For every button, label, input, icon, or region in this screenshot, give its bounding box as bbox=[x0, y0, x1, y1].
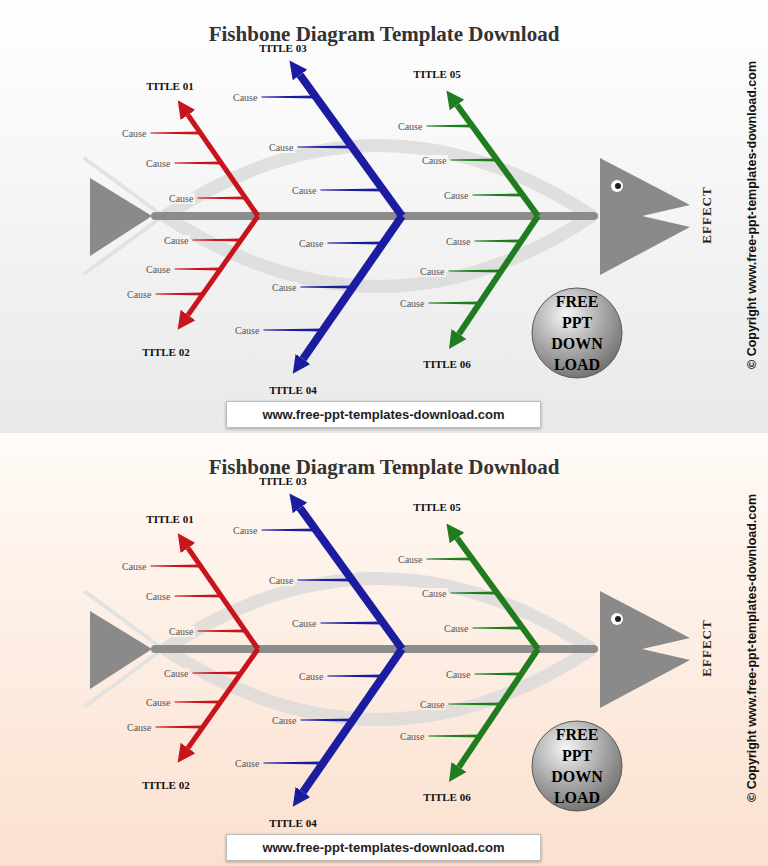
cause-tick bbox=[263, 328, 323, 331]
cause-label: Cause bbox=[233, 758, 261, 769]
cause-tick bbox=[192, 671, 241, 674]
category-title: TITLE 01 bbox=[146, 80, 193, 92]
cause-tick bbox=[327, 674, 383, 677]
category-title: TITLE 04 bbox=[269, 384, 316, 396]
cause-label: Cause bbox=[125, 289, 153, 300]
effect-label: EFFECT bbox=[698, 186, 714, 243]
cause-label: Cause bbox=[442, 190, 470, 201]
cause-label: Cause bbox=[162, 235, 190, 246]
cause-label: Cause bbox=[420, 588, 448, 599]
cause-tick bbox=[155, 725, 203, 728]
url-text: www.free-ppt-templates-download.com bbox=[262, 407, 504, 422]
cause-label: Cause bbox=[267, 142, 295, 153]
cause-label: Cause bbox=[162, 668, 190, 679]
category-title: TITLE 05 bbox=[413, 68, 460, 80]
badge-text: FREE PPT DOWN LOAD bbox=[547, 291, 607, 375]
cause-label: Cause bbox=[267, 575, 295, 586]
cause-tick bbox=[300, 718, 353, 721]
category-title: TITLE 02 bbox=[142, 779, 189, 791]
cause-label: Cause bbox=[297, 238, 325, 249]
cause-tick bbox=[263, 761, 323, 764]
cause-tick bbox=[192, 238, 241, 241]
badge-text: FREE PPT DOWN LOAD bbox=[547, 724, 607, 808]
cause-label: Cause bbox=[144, 158, 172, 169]
url-text: www.free-ppt-templates-download.com bbox=[262, 840, 504, 855]
cause-tick bbox=[261, 95, 316, 98]
cause-tick bbox=[297, 578, 352, 581]
category-title: TITLE 03 bbox=[259, 475, 306, 487]
category-title: TITLE 03 bbox=[259, 42, 306, 54]
cause-tick bbox=[450, 591, 497, 594]
effect-label: EFFECT bbox=[698, 619, 714, 676]
cause-tick bbox=[472, 193, 522, 196]
cause-label: Cause bbox=[398, 298, 426, 309]
cause-label: Cause bbox=[297, 671, 325, 682]
cause-tick bbox=[155, 292, 203, 295]
cause-label: Cause bbox=[120, 128, 148, 139]
cause-tick bbox=[197, 629, 245, 632]
copyright-note: © Copyright www.free-ppt-templates-downl… bbox=[745, 494, 759, 802]
cause-label: Cause bbox=[120, 561, 148, 572]
cause-tick bbox=[174, 700, 220, 703]
cause-tick bbox=[448, 269, 501, 272]
cause-tick bbox=[174, 267, 220, 270]
url-box: www.free-ppt-templates-download.com bbox=[226, 834, 541, 861]
cause-label: Cause bbox=[231, 525, 259, 536]
cause-tick bbox=[174, 594, 221, 597]
cause-label: Cause bbox=[420, 155, 448, 166]
cause-label: Cause bbox=[144, 264, 172, 275]
cause-tick bbox=[297, 145, 352, 148]
cause-label: Cause bbox=[167, 626, 195, 637]
cause-label: Cause bbox=[418, 266, 446, 277]
cause-label: Cause bbox=[442, 623, 470, 634]
category-title: TITLE 05 bbox=[413, 501, 460, 513]
download-badge: FREE PPT DOWN LOAD bbox=[531, 287, 623, 379]
cause-tick bbox=[327, 241, 383, 244]
cause-label: Cause bbox=[418, 699, 446, 710]
cause-label: Cause bbox=[125, 722, 153, 733]
category-title: TITLE 06 bbox=[423, 358, 470, 370]
cause-label: Cause bbox=[270, 282, 298, 293]
cause-tick bbox=[474, 239, 521, 242]
cause-label: Cause bbox=[231, 92, 259, 103]
cause-tick bbox=[450, 158, 497, 161]
cause-tick bbox=[320, 621, 383, 624]
category-title: TITLE 02 bbox=[142, 346, 189, 358]
cause-label: Cause bbox=[444, 669, 472, 680]
cause-label: Cause bbox=[396, 121, 424, 132]
category-title: TITLE 06 bbox=[423, 791, 470, 803]
cause-tick bbox=[300, 285, 353, 288]
cause-label: Cause bbox=[233, 325, 261, 336]
cause-label: Cause bbox=[144, 697, 172, 708]
download-badge: FREE PPT DOWN LOAD bbox=[531, 720, 623, 812]
copyright-note: © Copyright www.free-ppt-templates-downl… bbox=[745, 61, 759, 369]
cause-tick bbox=[428, 301, 479, 304]
cause-label: Cause bbox=[290, 618, 318, 629]
cause-tick bbox=[426, 557, 473, 560]
cause-label: Cause bbox=[444, 236, 472, 247]
cause-tick bbox=[428, 734, 479, 737]
cause-label: Cause bbox=[398, 731, 426, 742]
cause-label: Cause bbox=[396, 554, 424, 565]
cause-tick bbox=[150, 564, 200, 567]
cause-tick bbox=[261, 528, 316, 531]
cause-tick bbox=[448, 702, 501, 705]
cause-tick bbox=[474, 672, 521, 675]
category-title: TITLE 04 bbox=[269, 817, 316, 829]
cause-tick bbox=[150, 131, 200, 134]
url-box: www.free-ppt-templates-download.com bbox=[226, 401, 541, 428]
cause-label: Cause bbox=[270, 715, 298, 726]
cause-tick bbox=[197, 196, 245, 199]
cause-label: Cause bbox=[290, 185, 318, 196]
cause-tick bbox=[174, 161, 221, 164]
cause-label: Cause bbox=[167, 193, 195, 204]
cause-tick bbox=[472, 626, 522, 629]
category-title: TITLE 01 bbox=[146, 513, 193, 525]
cause-tick bbox=[320, 188, 383, 191]
cause-label: Cause bbox=[144, 591, 172, 602]
cause-tick bbox=[426, 124, 473, 127]
